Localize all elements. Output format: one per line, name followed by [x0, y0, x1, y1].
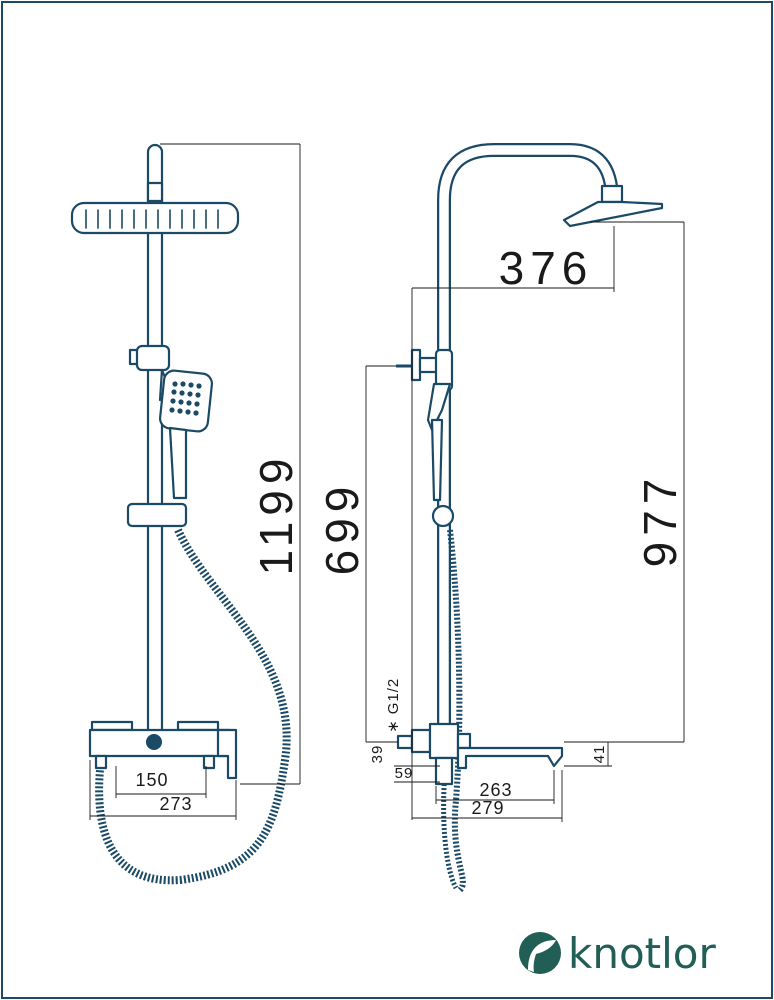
- front-mixer: [88, 720, 238, 780]
- side-hose: [447, 529, 466, 893]
- dim-thread: G1/2: [385, 678, 402, 715]
- side-slide-knob: [431, 504, 455, 528]
- dim-arm-reach: 376: [499, 242, 594, 294]
- front-dimension-lines: [89, 143, 301, 820]
- front-view: 1199 150 273: [70, 143, 302, 885]
- dim-inlet-offset: 39: [369, 745, 386, 764]
- brand-name: knotlor: [568, 929, 716, 978]
- knotlor-leaf-icon: [519, 932, 561, 974]
- side-hand-shower: [430, 418, 444, 502]
- side-dimension-lines: [365, 221, 685, 822]
- dim-wall-offset: 59: [395, 765, 414, 782]
- dim-total-depth: 279: [471, 798, 504, 818]
- side-upper-bracket: [396, 348, 454, 432]
- front-top-connector: [146, 181, 164, 203]
- dim-inlet-spacing: 150: [135, 770, 168, 790]
- front-hand-shower: [158, 369, 214, 500]
- dim-spout-height: 41: [591, 745, 608, 764]
- side-riser-outline: [437, 143, 619, 747]
- side-head-joint: [600, 184, 624, 204]
- brand-logo: knotlor: [519, 929, 716, 978]
- dim-spout-reach: 263: [479, 780, 512, 800]
- dim-thread-marker: ∗: [385, 719, 402, 733]
- front-shower-head: [70, 201, 240, 235]
- front-riser-pipe: [146, 143, 164, 742]
- side-shower-head: [562, 200, 664, 228]
- side-mixer: [396, 722, 564, 786]
- dim-outlet-height: 699: [316, 481, 368, 576]
- dim-total-height: 1199: [250, 453, 302, 576]
- front-mixer-dot: [146, 734, 162, 750]
- dim-mixer-width: 273: [159, 794, 192, 814]
- front-slide-holder: [126, 502, 188, 528]
- dim-showerhead-height: 977: [634, 473, 686, 568]
- front-hose: [95, 528, 291, 885]
- side-view: 376 977 699 G1/2 ∗ 39 41 59 263 279: [316, 143, 686, 893]
